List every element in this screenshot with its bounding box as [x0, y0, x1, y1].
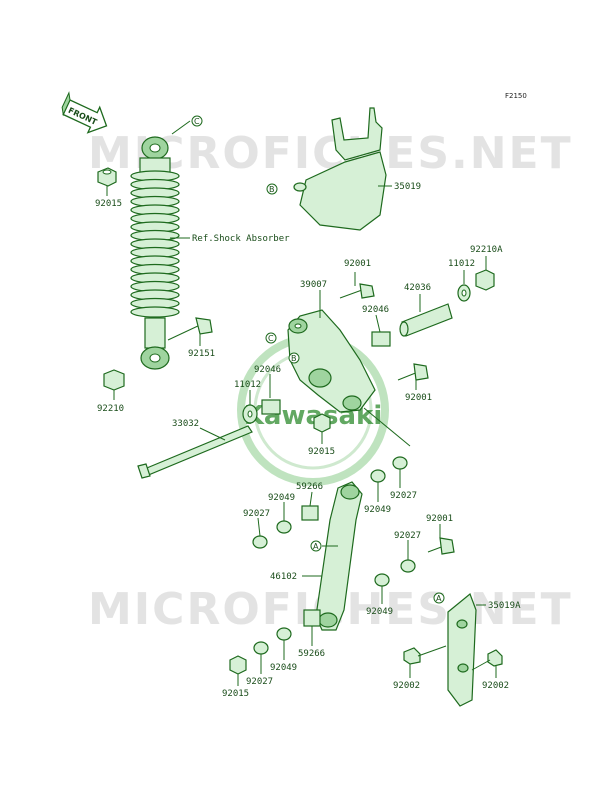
spring-coil	[130, 306, 180, 318]
shaft-33032	[137, 425, 253, 479]
washer-92049-upper	[370, 469, 386, 483]
part-label: 92027	[246, 677, 273, 687]
part-label: 59266	[298, 649, 325, 659]
washer-92027-upper	[392, 456, 408, 470]
part-label: 92027	[394, 531, 421, 541]
callout-letter: A	[436, 594, 442, 603]
washer-92049-bottom	[276, 627, 292, 641]
part-label: 11012	[234, 380, 261, 390]
part-label: 92001	[426, 514, 453, 524]
callout-letter: B	[291, 354, 297, 363]
part-label: 35019A	[488, 601, 521, 611]
part-label: 92046	[254, 365, 281, 375]
callout-letter: B	[269, 185, 275, 194]
part-label: 92210	[97, 404, 124, 414]
callout-letter: C	[268, 334, 274, 343]
bolt-92001-right	[397, 363, 429, 381]
part-label: 33032	[172, 419, 199, 429]
bolt-92001-top	[339, 283, 375, 299]
part-labels: 92015 Ref.Shock Absorber 92151 92210 350…	[95, 182, 521, 699]
collar-92046-left	[261, 399, 281, 415]
part-label: 92046	[362, 305, 389, 315]
callouts: C B C B A A	[191, 115, 445, 604]
part-label: 39007	[300, 280, 327, 290]
seal-11012-right	[457, 284, 471, 302]
part-label: 92001	[344, 259, 371, 269]
part-label: 46102	[270, 572, 297, 582]
bolt-92002-left	[403, 645, 447, 665]
part-label: 92015	[95, 199, 122, 209]
part-label: 92001	[405, 393, 432, 403]
leader-lines	[106, 120, 497, 686]
bolt-92001-lower	[427, 537, 455, 555]
part-label: 92049	[364, 505, 391, 515]
bracket-35019	[293, 107, 387, 231]
bolt-92151	[167, 317, 213, 341]
callout-letter: C	[194, 117, 200, 126]
seal-11012-left	[242, 404, 258, 424]
collar-59266-top	[301, 505, 319, 521]
diagram-code: F2150	[505, 92, 527, 100]
part-label: 92027	[390, 491, 417, 501]
collar-42036	[399, 303, 453, 337]
tie-rod-46102	[315, 481, 363, 631]
part-label: Ref.Shock Absorber	[192, 234, 290, 244]
nut-92015-bottom	[229, 655, 247, 675]
part-label: 42036	[404, 283, 431, 293]
shock-absorber	[130, 136, 180, 370]
part-label: 92210A	[470, 245, 503, 255]
rocker-arm-39007	[287, 309, 376, 413]
part-label: 92002	[393, 681, 420, 691]
bolt-92002-right	[471, 649, 503, 671]
nut-92210A	[475, 269, 495, 291]
part-label: 92049	[268, 493, 295, 503]
washer-92049-left	[276, 520, 292, 534]
part-label: 92027	[243, 509, 270, 519]
callout-letter: A	[313, 542, 319, 551]
nut-92015-top	[97, 167, 117, 187]
part-label: 35019	[394, 182, 421, 192]
bracket-35019A	[447, 593, 477, 707]
nut-92210	[103, 369, 125, 391]
washer-92027-left	[252, 535, 268, 549]
part-label: 92015	[222, 689, 249, 699]
part-label: 92151	[188, 349, 215, 359]
washer-92027-lower	[400, 559, 416, 573]
part-label: 92015	[308, 447, 335, 457]
part-label: 59266	[296, 482, 323, 492]
nut-92015-middle	[313, 413, 331, 433]
part-label: 92049	[366, 607, 393, 617]
washer-92027-bottom	[253, 641, 269, 655]
part-label: 92049	[270, 663, 297, 673]
part-label: 92002	[482, 681, 509, 691]
collar-59266-bottom	[303, 609, 321, 627]
washer-92049-lower	[374, 573, 390, 587]
part-label: 11012	[448, 259, 475, 269]
collar-92046-right	[371, 331, 391, 347]
